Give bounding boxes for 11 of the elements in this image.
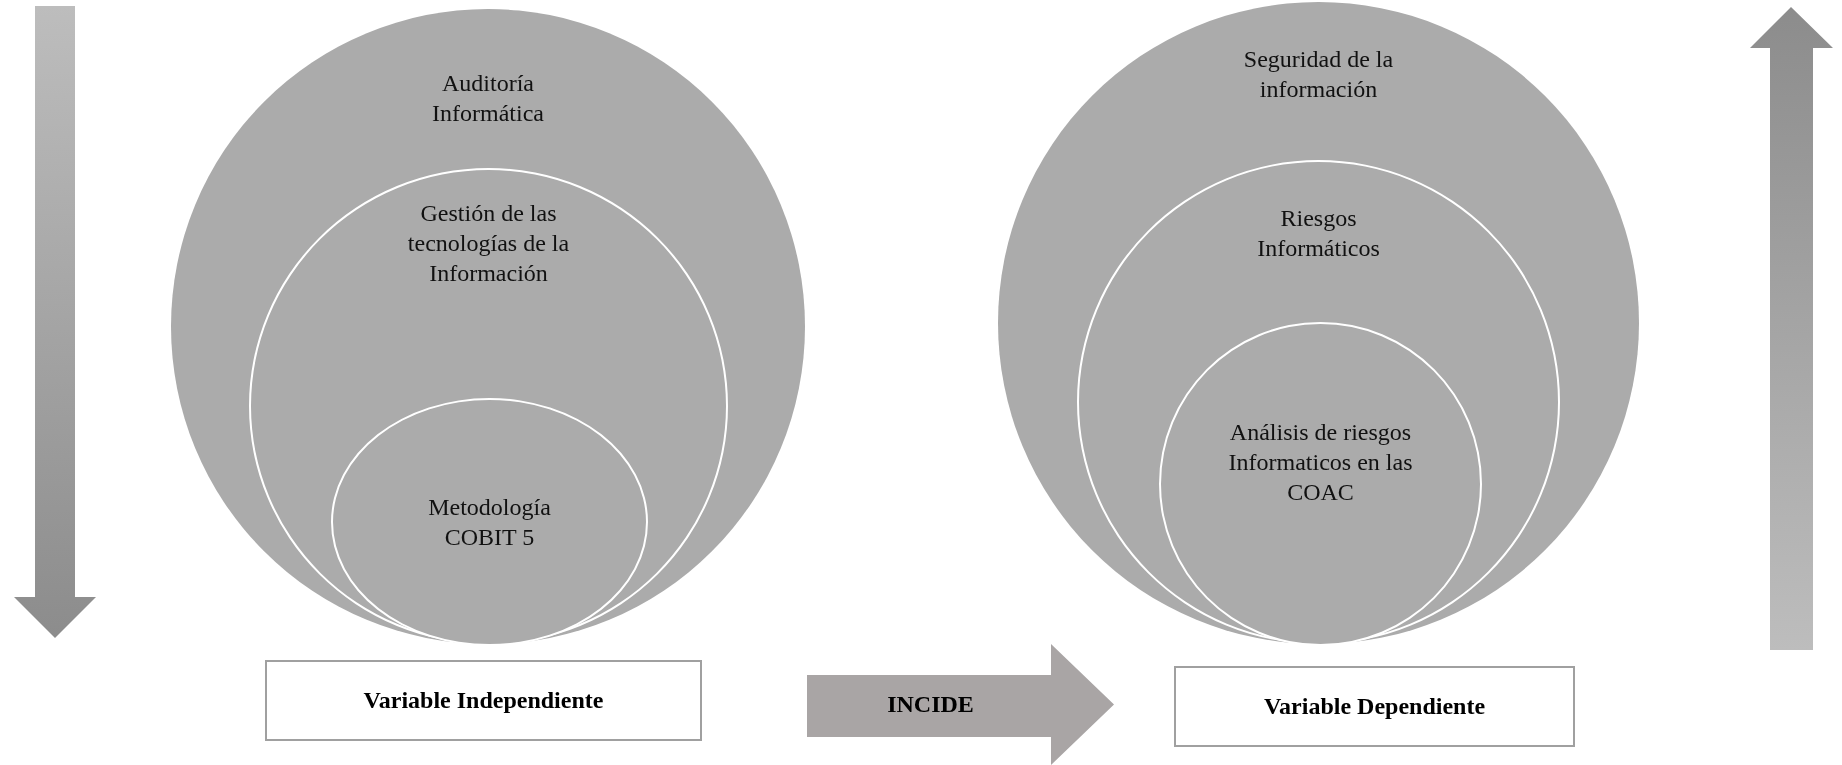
box-label: Variable Dependiente — [1263, 693, 1486, 720]
label-box — [265, 660, 702, 741]
circle-label: Análisis de riesgos Informaticos en las COAC — [1227, 418, 1414, 507]
circle-label: Auditoría Informática — [431, 69, 545, 128]
box-label: Variable Independiente — [363, 687, 604, 714]
label-box — [1174, 666, 1575, 747]
circle-label: Seguridad de la información — [1242, 45, 1395, 104]
arrow-label: INCIDE — [887, 691, 974, 718]
circle-label: Riesgos Informáticos — [1256, 204, 1381, 263]
circle-label: Metodología COBIT 5 — [427, 493, 552, 552]
circle-label: Gestión de las tecnologías de la Información — [406, 199, 571, 288]
